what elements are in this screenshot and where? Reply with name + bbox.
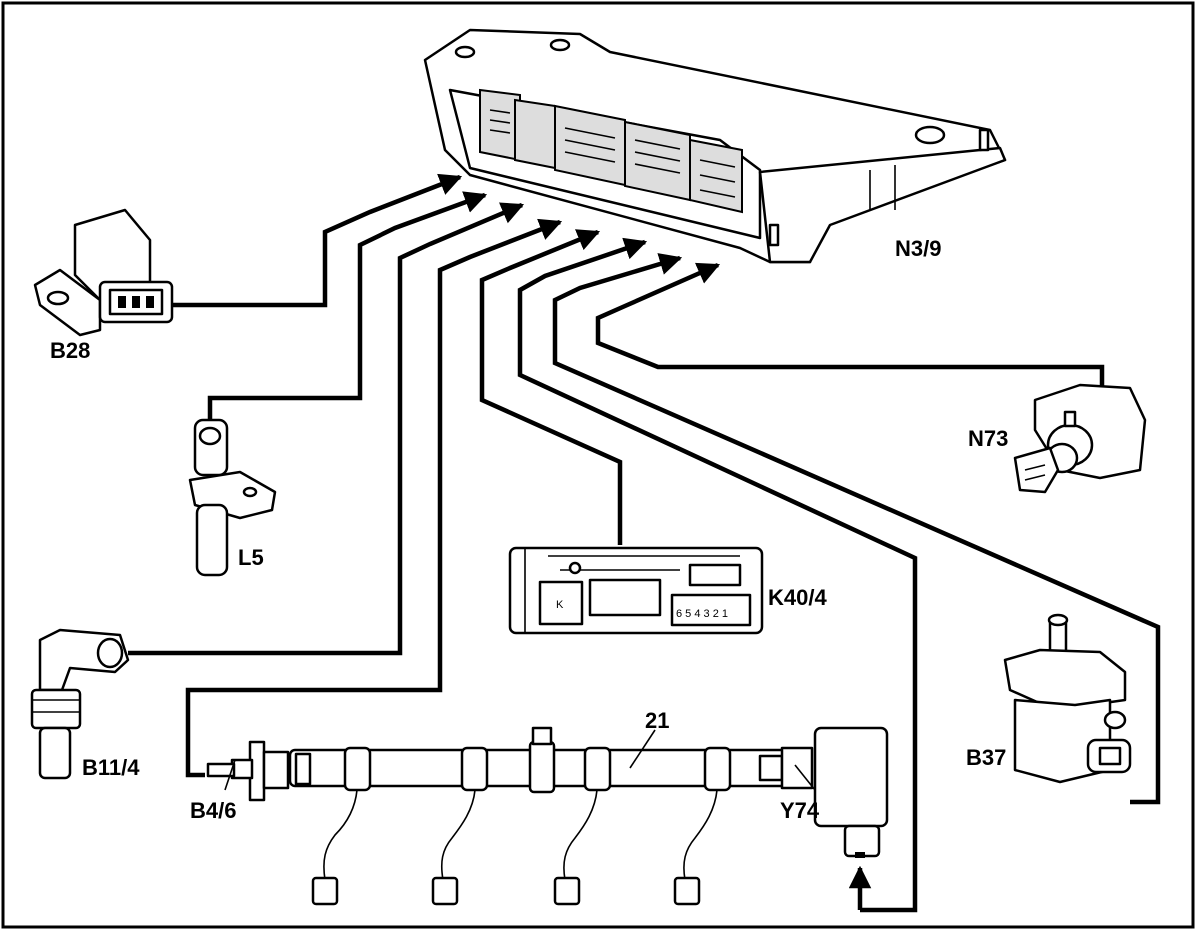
wire-b11-4 — [128, 202, 525, 656]
ecu-module — [423, 28, 1007, 264]
relay-module-k40-4: K 6 5 4 3 2 1 — [508, 546, 764, 635]
wire-k40-4 — [479, 229, 623, 545]
pressure-sensor-label: B4/6 — [190, 798, 236, 823]
coolant-sensor-label: B11/4 — [82, 755, 140, 780]
crank-sensor-l5 — [188, 418, 277, 577]
map-sensor-label: B28 — [50, 338, 90, 363]
pedal-sensor-label: B37 — [966, 745, 1006, 770]
wire-n73 — [595, 262, 1105, 395]
pedal-sensor-b37 — [1003, 613, 1132, 784]
coolant-sensor-b11-4 — [30, 628, 130, 780]
ignition-switch-label: N73 — [968, 426, 1008, 451]
signal-wires — [128, 173, 1161, 913]
fuel-rail-21 — [206, 726, 816, 906]
pressure-regulator-label: Y74 — [780, 798, 820, 823]
fuel-rail-label: 21 — [645, 708, 669, 733]
crank-sensor-label: L5 — [238, 545, 264, 570]
relay-pin-numbers: 6 5 4 3 2 1 — [676, 608, 728, 620]
wire-l5 — [207, 191, 488, 420]
relay-module-label: K40/4 — [768, 585, 827, 610]
wire-b4-6 — [185, 218, 563, 778]
ignition-switch-n73 — [1013, 383, 1147, 494]
wire-b28 — [172, 173, 463, 308]
wire-b37 — [552, 253, 1161, 805]
relay-k-mark: K — [556, 599, 564, 611]
pressure-regulator-y74 — [813, 726, 889, 858]
ecu-label: N3/9 — [895, 236, 941, 261]
wire-y74 — [517, 237, 918, 913]
map-sensor-b28 — [33, 208, 174, 337]
